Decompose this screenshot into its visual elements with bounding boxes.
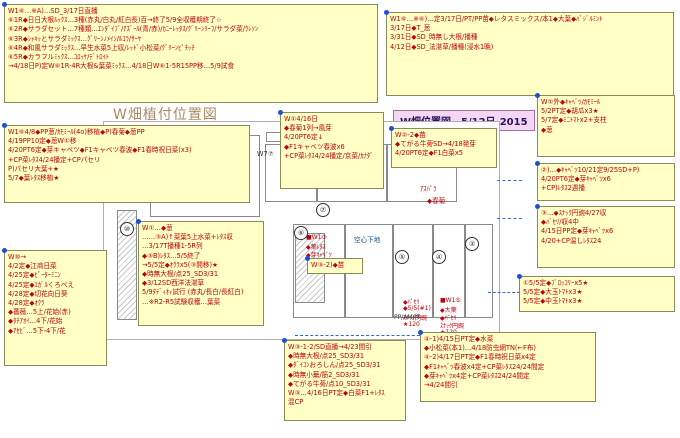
note-right-mid2: ③…◆ｽﾅｯｸ円豌4/27収 ◆ﾊﾞｾﾘ/収4中 4/15日PP定◆芽ｷｬﾍﾞﾂ… [537,206,675,268]
strip-label-parsley: ◆ﾊﾞｾﾘ [440,315,457,322]
pin-icon [282,338,287,343]
note-center-bottom: W③-1-2/SD直播→4/23間引 ◆時無大根/点25_SD3/31 ◆ﾀﾞｲ… [284,340,406,421]
field-map-title: W畑植付位置図 [113,107,218,123]
guide-line-bottom [295,335,425,336]
pin-icon [535,161,540,166]
w7-label: W7⑦ [257,150,274,158]
strip-label-blue: 空心下地 [354,236,381,244]
guide-line-right-2 [497,218,522,219]
pin-icon [517,274,522,279]
note-left-mid: W1⑥4/8◆PP葱/ｶﾓﾐｰﾙ(4o)移植◆P)春菊◆葱PP 4/19PP10… [4,125,250,203]
note-center-right: W②-2◆苗 ◆てがる牛蒡SD→4/18発芽 4/20PT6定◆F1白菜x5 [391,128,497,168]
pin-icon [2,123,7,128]
plot-strip-4 [393,224,433,318]
note-top-left: W1⑥…※A)…SD_3/17日直播 ⑥1R◆日日大根ﾙｯｸｽ…3種(赤丸/白丸… [4,4,378,103]
note-right-low: ①5/5定◆ﾌﾞﾛｯｺﾘｰx5★ 5/5定◆大玉ﾄﾏﾄx3★ 5/5定◆中玉ﾄﾏ… [519,276,675,312]
plot-number-7: ⑦ [316,203,330,217]
strip-label-55: ◆5/5(#1) [403,305,431,312]
plot-number-5: ⑤ [395,250,409,264]
note-center-small: W③-2)◆苗 [307,258,363,274]
strip-label-parsley-2: ◆ﾊﾟｾﾘ [403,299,420,306]
note-top-right: W1⑥…※⑥)…定3/17日/PT/PP苗◆レタスミックス/本1◆大葉◆ﾊﾞｼﾞ… [386,12,674,96]
plot-hatched-left [117,210,137,320]
pin-icon [418,330,423,335]
note-left-low: W⑩→ 4/2定◆江商日菜 4/25定◆ﾋﾟｰﾀｰﾐﾆﾝ 4/25定◆ｴｶﾞﾙく… [4,250,107,366]
guide-line-right-3 [488,292,520,293]
am-label: PP/AM/移 [394,314,421,321]
pin-icon [384,10,389,15]
shungiku-label: ◆春菊 [427,197,446,205]
plot-number-4: ④ [432,250,446,264]
plot-strip-3 [433,224,465,318]
pin-icon [389,126,394,131]
strip-label-w1-3: ■W1③ [306,234,327,241]
asparagus-label: ｱｽﾊﾟﾗ [420,185,437,193]
pin-icon [2,2,7,7]
strip-label-shiso: ◆大葉 [440,307,457,314]
strip-label-120-2: ★120 [403,321,420,328]
pin-icon [278,110,283,115]
plot-number-10: ⑩ [120,222,134,236]
strip-label-w1-5: ■W1⑤ [440,297,461,304]
note-center-low-left: W①…◆葱 ……③A)↑菜葉5上水菜+ﾚﾀｽ収 …3/17T播種1-5R列 ◆③… [138,221,264,326]
pin-icon [535,93,540,98]
pin-icon [2,248,7,253]
guide-line-right-1 [497,180,522,181]
note-bottom-right: ④-1)4/15日PT定◆水菜 ◆小松菜(本1)…4/18防虫網TN(←F布) … [420,332,596,402]
note-right-mid: ②)…◆ｷｬﾍﾞﾂ10/21定9/25SD+P) 4/20PT6定◆芽ｷｬﾍﾞﾂ… [537,163,675,201]
plot-number-3: ③ [465,237,479,251]
note-right-top: W①外◆ｷｬﾍﾞﾂ/ｶﾓﾐｰﾙ 5/2PT定◆胡瓜x3★ 5/7定◆ﾐﾆﾄﾏﾄx… [537,95,675,157]
pin-icon [136,219,141,224]
strip-label-cabbage: ◆芽ｷｬﾍﾞﾂ [306,252,332,259]
pin-icon [305,256,310,261]
strip-label-lettuce: ◆葉ﾚﾀｽ [306,244,326,251]
strip-label-snack-2: ｽﾅｯｸ円豌 [403,315,428,322]
strip-label-snack: ｽﾅｯｸ円豌 [440,323,465,330]
plot-number-6: ⑥ [294,226,308,240]
pin-icon [535,204,540,209]
note-center-left: W①4/16日 ◆春菊1列→風芽 4/20PT6定↓ ◆F1キャベツ春波x6 +… [280,112,384,189]
